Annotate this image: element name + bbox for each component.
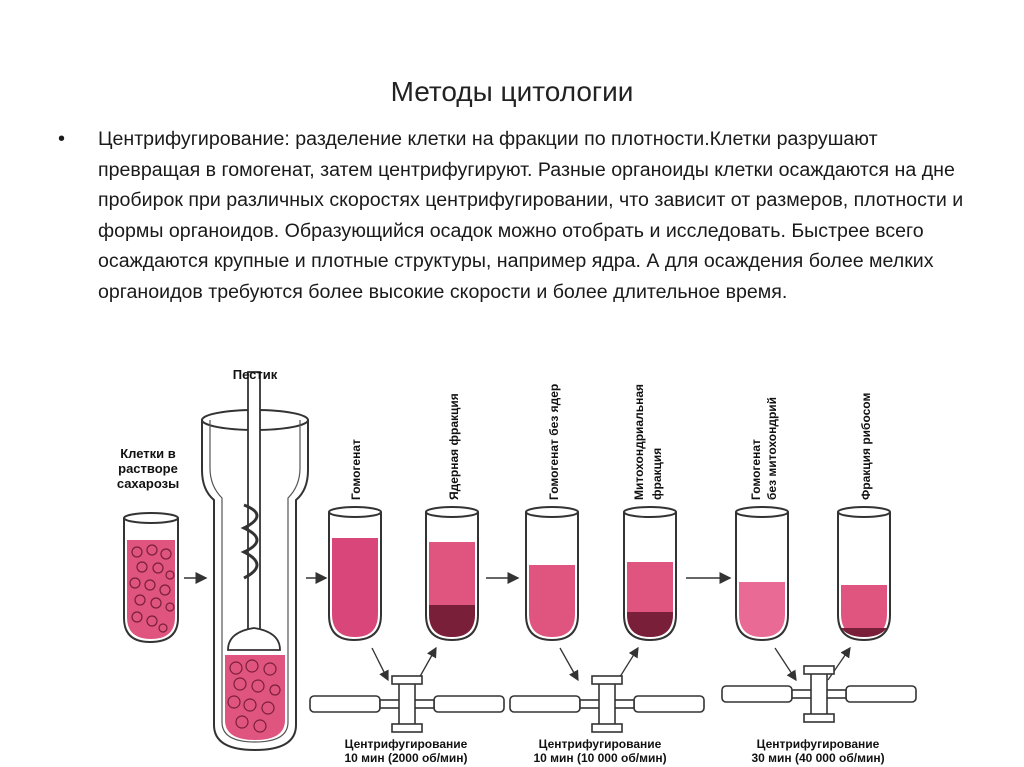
centrifuge-rotor-2 [509,646,705,733]
centrifuge-rotor-3 [721,646,917,723]
mito-fraction-label-line2: фракция [650,448,664,500]
cells-label-line1: Клетки в [120,446,176,461]
tube-homogenate-no-mito [735,506,789,642]
centrifuge-3-title: Центрифугирование [757,737,880,751]
tube-mitochondrial-fraction [623,506,677,642]
homogenate-no-mito-label-line2: без митохондрий [765,397,779,500]
pestle-label: Пестик [233,367,278,382]
mito-fraction-label-line1: Митохондриальная [632,384,646,500]
nuclear-fraction-label: Ядерная фракция [447,393,461,500]
pestle-spiral-arrow [240,503,259,580]
ribosome-fraction-label: Фракция рибосом [859,393,873,500]
tube-homogenate-no-nuclei [525,506,579,642]
centrifuge-1-title: Центрифугирование [345,737,468,751]
bullet-marker: • [58,128,66,150]
homogenizer [201,371,309,752]
tube-ribosome-fraction [837,506,891,642]
body-paragraph: Центрифугирование: разделение клетки на … [98,128,964,303]
tube-cells-in-sucrose [123,512,179,644]
homogenate-label: Гомогенат [349,439,363,500]
tube-homogenate [328,506,382,642]
centrifuge-2-params: 10 мин (10 000 об/мин) [533,751,666,765]
homogenate-no-mito-label-line1: Гомогенат [749,439,763,500]
homogenate-no-nuclei-label: Гомогенат без ядер [547,384,561,500]
centrifuge-rotor-1 [309,646,505,733]
cells-label-line2: растворе [118,461,178,476]
centrifuge-1-params: 10 мин (2000 об/мин) [344,751,467,765]
centrifuge-3-params: 30 мин (40 000 об/мин) [751,751,884,765]
centrifuge-2-title: Центрифугирование [539,737,662,751]
pestle-head [227,627,281,651]
cells-label-line3: сахарозы [117,476,179,491]
tube-nuclear-fraction [425,506,479,642]
slide-title: Методы цитологии [390,76,634,107]
